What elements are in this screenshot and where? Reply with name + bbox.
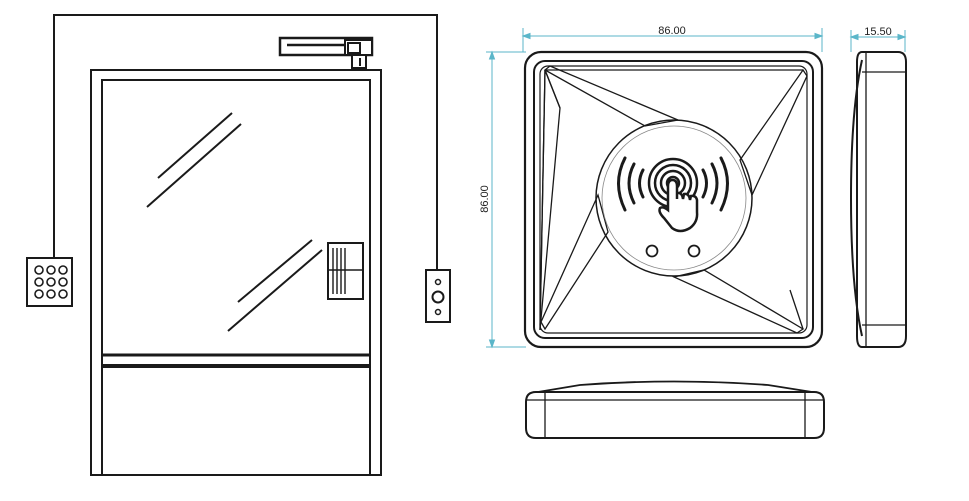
width-dimension [521, 28, 824, 52]
reader-facets [539, 65, 808, 334]
side-profile-body [856, 51, 907, 348]
reader-inner-bezel [533, 60, 814, 339]
door-handle [327, 242, 364, 300]
keypad-icon [26, 257, 73, 307]
reader-bottom-view [525, 380, 825, 439]
door-panel [101, 79, 371, 476]
touch-finger-icon [617, 156, 729, 233]
width-dimension-label: 86.00 [658, 25, 686, 37]
wiring-cable [45, 14, 438, 270]
led-indicator-right [687, 244, 701, 258]
door-installation-diagram [26, 14, 451, 476]
depth-dimension-label: 15.50 [864, 26, 892, 38]
bottom-profile-top-slope [537, 380, 813, 393]
led-indicator-left [645, 244, 659, 258]
bottom-profile-body [525, 391, 825, 439]
height-dimension [486, 50, 526, 349]
exit-button-icon [425, 269, 451, 323]
reader-front-view: 86.00 86.00 [479, 25, 824, 349]
height-dimension-label: 86.00 [479, 185, 491, 213]
glass-reflection [146, 112, 323, 332]
reader-outer-shell [523, 50, 824, 349]
magnetic-lock [278, 36, 374, 69]
reader-side-view: 15.50 [849, 26, 907, 348]
depth-dimension [849, 30, 907, 52]
touch-panel [595, 119, 753, 277]
reader-face [539, 65, 808, 334]
